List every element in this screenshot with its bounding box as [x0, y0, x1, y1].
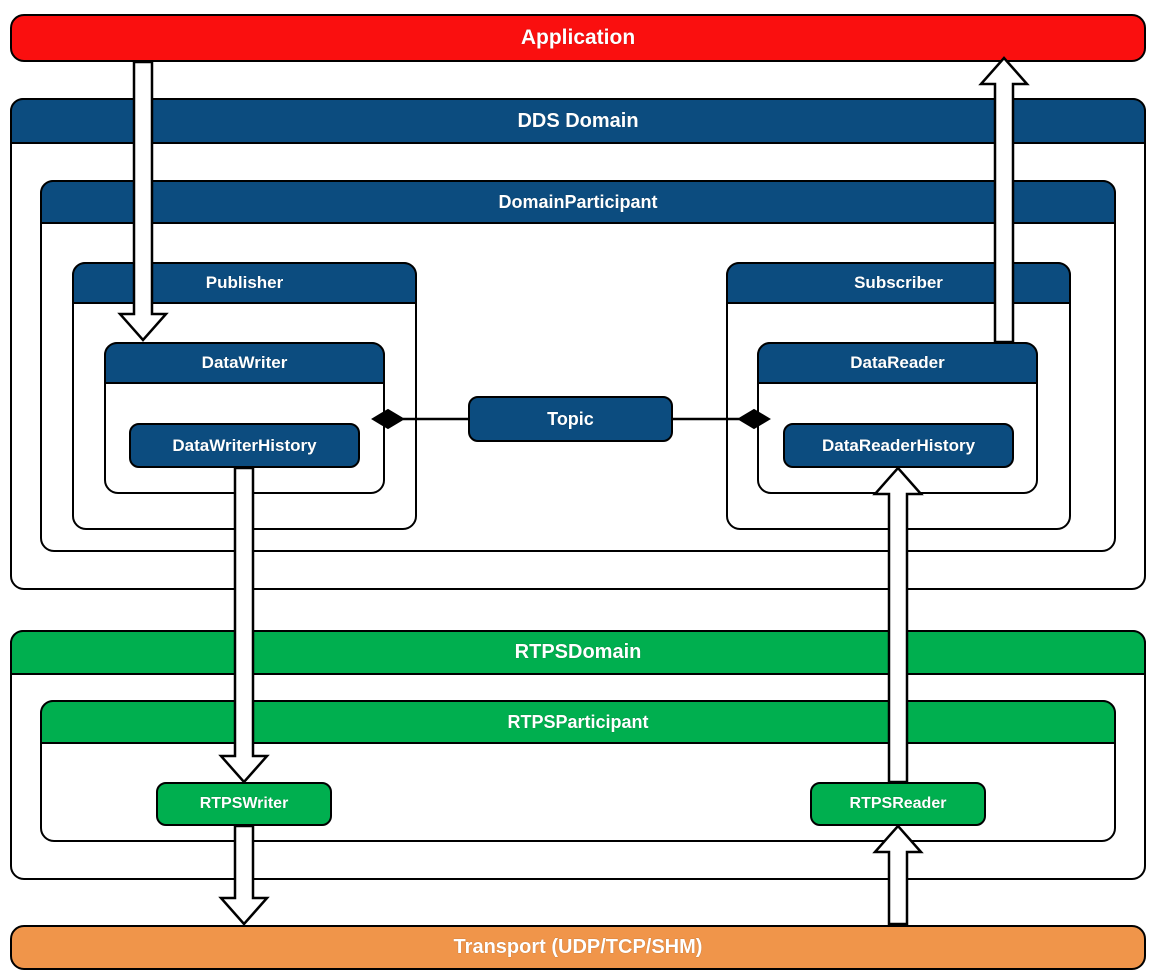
dds-domain-header[interactable]: DDS Domain [10, 98, 1146, 144]
subscriber-header[interactable]: Subscriber [726, 262, 1071, 304]
rtps-reader-box[interactable]: RTPSReader [810, 782, 986, 826]
topic-box[interactable]: Topic [468, 396, 673, 442]
data-reader-header[interactable]: DataReader [757, 342, 1038, 384]
application-layer-bar[interactable]: Application [10, 14, 1146, 62]
rtps-participant-header[interactable]: RTPSParticipant [40, 700, 1116, 744]
data-writer-header[interactable]: DataWriter [104, 342, 385, 384]
transport-layer-bar[interactable]: Transport (UDP/TCP/SHM) [10, 925, 1146, 970]
rtps-writer-box[interactable]: RTPSWriter [156, 782, 332, 826]
rtps-domain-header[interactable]: RTPSDomain [10, 630, 1146, 675]
data-reader-history-box[interactable]: DataReaderHistory [783, 423, 1014, 468]
publisher-header[interactable]: Publisher [72, 262, 417, 304]
data-writer-history-box[interactable]: DataWriterHistory [129, 423, 360, 468]
domain-participant-header[interactable]: DomainParticipant [40, 180, 1116, 224]
